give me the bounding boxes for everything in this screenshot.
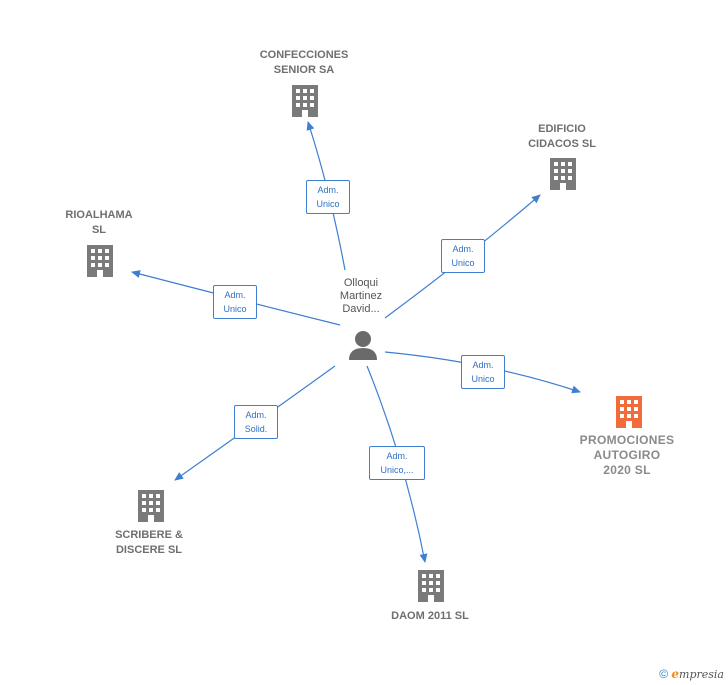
company-label-confecciones[interactable]: CONFECCIONES SENIOR SA [259,49,349,76]
building-icon[interactable] [138,490,164,522]
company-label-scribere[interactable]: SCRIBERE & DISCERE SL [115,529,183,556]
building-icon[interactable] [616,396,642,428]
building-icon[interactable] [87,245,113,277]
footer-brand: © empresia [659,667,724,681]
building-icon[interactable] [550,158,576,190]
edge-label-promociones: Adm. Unico [461,355,505,389]
edge-label-scribere: Adm. Solid. [234,405,278,439]
person-icon[interactable] [349,331,377,360]
edge-label-edificio: Adm. Unico [441,239,485,273]
brand-initial: e [671,667,680,681]
edge-label-daom: Adm. Unico,... [369,446,425,480]
building-icon[interactable] [418,570,444,602]
copyright-symbol: © [659,667,669,681]
edge-label-rioalhama: Adm. Unico [213,285,257,319]
brand-name: mpresia [679,668,724,681]
company-label-rioalhama[interactable]: RIOALHAMA SL [65,209,133,236]
edge-label-confecciones: Adm. Unico [306,180,350,214]
person-label[interactable]: Olloqui Martinez David... [339,277,383,315]
company-label-daom[interactable]: DAOM 2011 SL [391,610,469,622]
building-icon[interactable] [292,85,318,117]
company-label-edificio[interactable]: EDIFICIO CIDACOS SL [528,123,596,150]
company-label-promociones[interactable]: PROMOCIONES AUTOGIRO 2020 SL [579,433,675,477]
